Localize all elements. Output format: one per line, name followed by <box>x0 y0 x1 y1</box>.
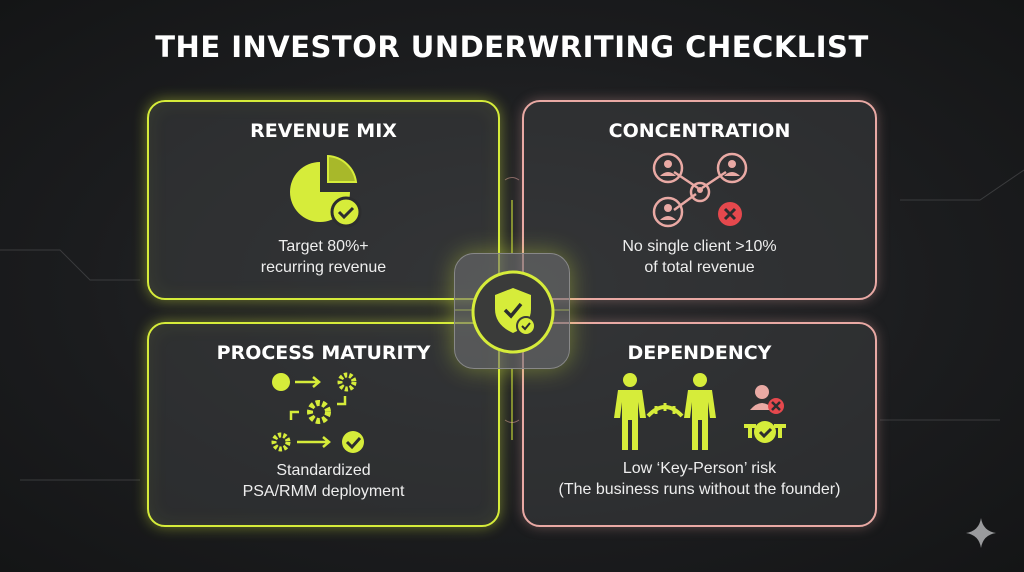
sparkle-icon <box>966 518 996 548</box>
card-line: of total revenue <box>644 259 755 276</box>
pie-chart-check-icon <box>289 154 361 228</box>
card-line: Low ‘Key-Person’ risk <box>622 460 777 477</box>
card-process-maturity: PROCESS MATURITY Standardized PSA/RMM de… <box>147 322 500 527</box>
card-dependency: DEPENDENCY Low ‘Key-Person’ risk (The bu… <box>522 322 877 527</box>
card-heading: DEPENDENCY <box>627 342 772 364</box>
card-line: recurring revenue <box>260 259 387 276</box>
client-network-x-icon <box>652 152 747 228</box>
card-concentration: CONCENTRATION No single client >10% of t… <box>522 100 877 300</box>
card-line: Standardized <box>276 462 371 479</box>
center-shield-badge <box>454 253 570 369</box>
shield-check-icon <box>471 270 555 354</box>
card-heading: CONCENTRATION <box>608 120 791 142</box>
page-title: THE INVESTOR UNDERWRITING CHECKLIST <box>155 30 869 64</box>
card-heading: REVENUE MIX <box>250 120 397 142</box>
card-line: Target 80%+ <box>278 238 369 255</box>
card-heading: PROCESS MATURITY <box>216 342 431 364</box>
process-flow-gears-icon <box>271 372 364 453</box>
card-line: PSA/RMM deployment <box>242 483 405 500</box>
card-line: No single client >10% <box>622 238 777 255</box>
card-line: (The business runs without the founder) <box>558 481 841 498</box>
people-bridge-icon <box>613 373 786 450</box>
card-revenue-mix: REVENUE MIX Target 80%+ recurring revenu… <box>147 100 500 300</box>
